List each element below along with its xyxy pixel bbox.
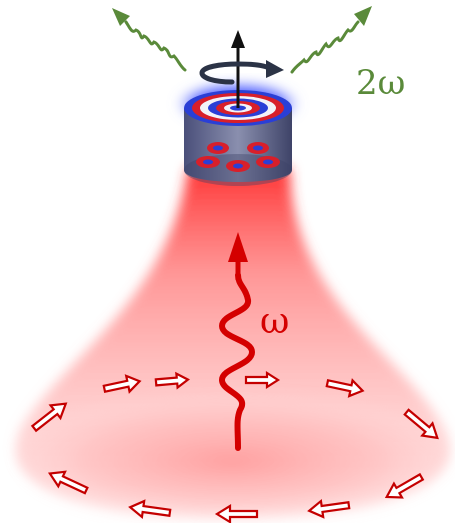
second-harmonic-wave-left (112, 8, 187, 72)
curved-rotation-arrow-icon (199, 60, 284, 85)
fundamental-wave (218, 232, 256, 451)
beam-cone (16, 168, 450, 520)
second-harmonic-wave-right (290, 6, 372, 74)
hollow-arrow-icon (47, 470, 89, 495)
label-omega: ω (260, 301, 289, 342)
hollow-arrow-icon (325, 378, 365, 398)
side-mode-pattern (196, 142, 280, 172)
hollow-arrow-icon (384, 472, 425, 499)
hollow-arrow-icon (30, 402, 68, 433)
hollow-arrow-icon (154, 371, 190, 390)
hollow-arrow-icon (307, 498, 351, 519)
polarization-arrows (30, 370, 439, 523)
label-2omega: 2ω (356, 63, 405, 103)
nanodisk-resonator (176, 82, 300, 186)
hollow-arrow-icon (244, 370, 281, 390)
up-arrow-icon (231, 30, 245, 108)
hollow-arrow-icon (214, 504, 259, 523)
hollow-arrow-icon (102, 374, 142, 394)
hollow-arrow-icon (128, 499, 172, 520)
hollow-arrow-icon (403, 408, 439, 440)
